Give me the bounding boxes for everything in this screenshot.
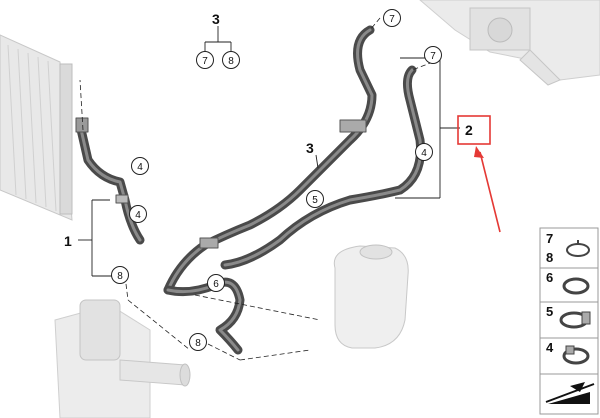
svg-text:4: 4 (137, 162, 143, 173)
highlight-box (457, 115, 491, 145)
svg-text:5: 5 (312, 195, 318, 206)
callout-4a: 4 (131, 157, 149, 175)
callout-8-top-ref: 8 (222, 51, 240, 69)
callout-4c: 4 (415, 143, 433, 161)
clamp-icon (559, 311, 591, 329)
legend-row1-bottom: 8 (546, 250, 553, 265)
callout-7-top-ref: 7 (196, 51, 214, 69)
callout-4b: 4 (129, 205, 147, 223)
hose-icon (75, 25, 426, 355)
svg-text:8: 8 (195, 338, 201, 349)
callout-7b: 7 (424, 46, 442, 64)
svg-text:6: 6 (213, 279, 219, 290)
callout-8a: 8 (111, 266, 129, 284)
callout-8b: 8 (189, 333, 207, 351)
arrow-icon (474, 146, 501, 233)
radiator-icon (0, 34, 73, 221)
callout-7a: 7 (383, 9, 401, 27)
svg-text:7: 7 (430, 51, 436, 62)
pump-icon (54, 299, 191, 418)
clamp-icon (566, 240, 590, 257)
svg-text:7: 7 (202, 56, 208, 67)
legend-row2: 6 (546, 270, 553, 285)
legend-row4: 4 (546, 340, 554, 355)
callout-5: 5 (306, 190, 324, 208)
label-part-3: 3 (306, 140, 314, 156)
svg-text:4: 4 (135, 210, 141, 221)
engine-block-icon (419, 0, 600, 86)
parts-legend: 7 8 6 5 4 (539, 227, 599, 415)
label-main-3: 3 (212, 11, 220, 27)
svg-text:8: 8 (228, 56, 234, 67)
clamp-icon (562, 345, 590, 365)
label-part-1: 1 (64, 233, 72, 249)
label-part-2: 2 (465, 122, 473, 138)
legend-row1-top: 7 (546, 231, 553, 246)
expansion-tank-icon (333, 244, 409, 349)
svg-text:7: 7 (389, 14, 395, 25)
legend-row3: 5 (546, 304, 553, 319)
wedge-arrow-icon (545, 382, 595, 404)
clamp-icon (562, 277, 590, 295)
svg-text:4: 4 (421, 148, 427, 159)
svg-text:8: 8 (117, 271, 123, 282)
callout-6: 6 (207, 274, 225, 292)
